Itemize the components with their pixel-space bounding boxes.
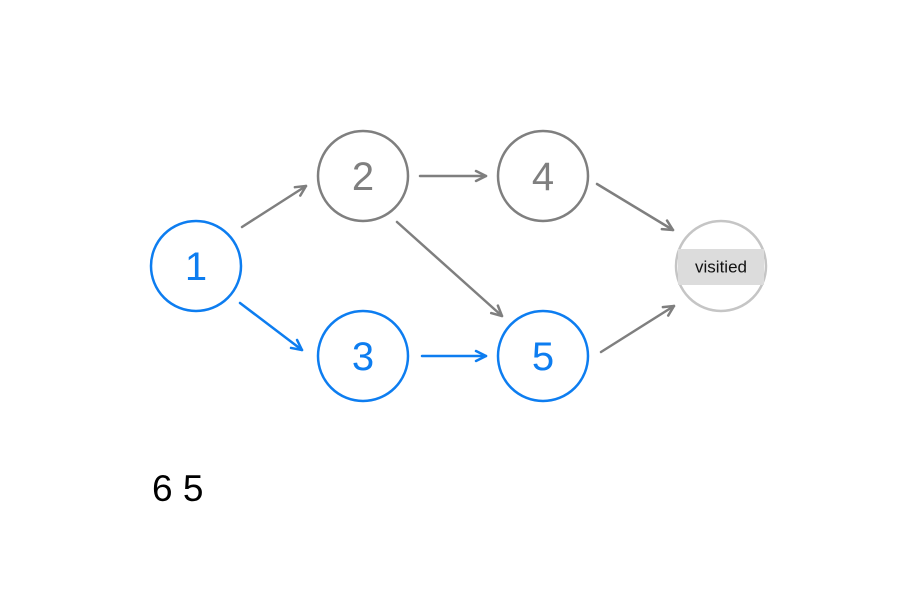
node-label: 2 [352,155,374,199]
node-circle [496,129,590,223]
node-circle [316,129,410,223]
node-circle [496,309,590,403]
edge-1-3 [238,301,304,352]
visited-label-chip [678,249,764,285]
node-label: visitied [695,258,747,277]
node-label: 1 [185,245,207,289]
node-label: 5 [532,335,554,379]
node-label: 4 [532,155,554,199]
node-1: 1 [149,219,243,313]
node-2: 2 [316,129,410,223]
node-visitied: visitied [674,219,768,313]
node-5: 5 [496,309,590,403]
edge-2-5 [395,220,504,318]
edge-4-visitied [595,182,675,232]
node-label: 3 [352,335,374,379]
output-text: 6 5 [152,468,204,509]
node-4: 4 [496,129,590,223]
node-3: 3 [316,309,410,403]
node-circle [316,309,410,403]
node-circle [149,219,243,313]
edge-5-visitied [599,304,676,354]
edge-1-2 [240,184,308,229]
